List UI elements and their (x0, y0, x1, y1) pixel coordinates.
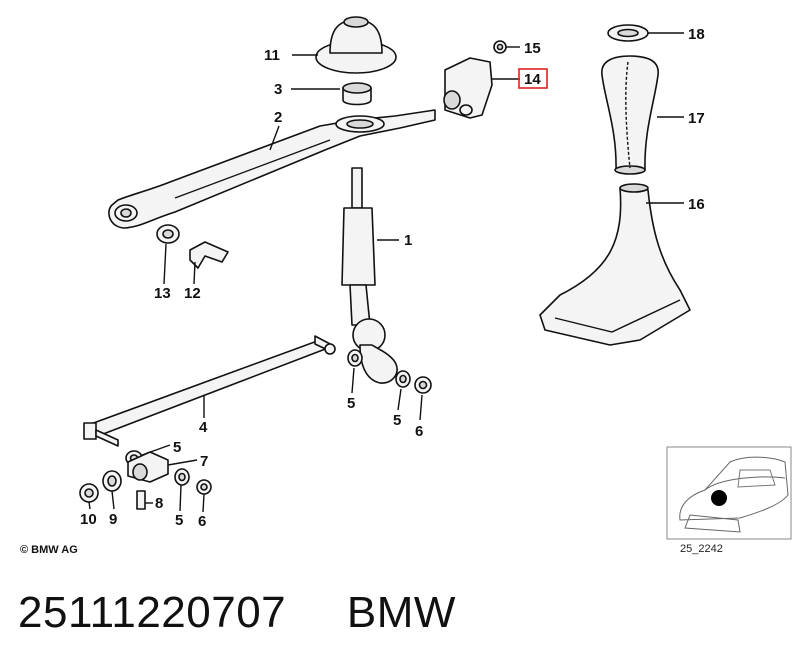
brand-name: BMW (346, 588, 456, 637)
callout-5b: 5 (347, 395, 355, 412)
callout-6b: 6 (198, 513, 206, 530)
callout-11: 11 (264, 47, 280, 64)
part-4-rod (83, 335, 336, 447)
footer: 25111220707 BMW (18, 588, 456, 638)
car-inset: 25_2242 (666, 446, 792, 555)
copyright-text: © BMW AG (20, 544, 78, 556)
location-dot (711, 490, 727, 506)
callout-10: 10 (80, 511, 97, 528)
part-3-bushing (342, 82, 372, 106)
leader-lines (88, 32, 684, 513)
callout-6a: 6 (415, 423, 423, 440)
part-17-knob (601, 55, 659, 175)
car-outline (679, 456, 789, 533)
callout-14: 14 (524, 71, 541, 88)
callout-labels: 11 3 2 1 4 5 5 5 5 6 6 7 8 9 10 13 12 14… (80, 26, 705, 530)
callout-5d: 5 (175, 512, 183, 529)
part-18-cap (607, 24, 649, 42)
callout-15: 15 (524, 40, 541, 57)
callout-1: 1 (404, 232, 412, 249)
callout-8: 8 (155, 495, 163, 512)
callout-9: 9 (109, 511, 117, 528)
part-15-nut (493, 40, 507, 54)
part-16-gaiter (539, 183, 691, 346)
callout-17: 17 (688, 110, 705, 127)
callout-13: 13 (154, 285, 171, 302)
part-14-bracket (443, 57, 493, 119)
callout-5c: 5 (393, 412, 401, 429)
inset-code: 25_2242 (680, 543, 723, 555)
part-number: 25111220707 (18, 588, 287, 637)
part-2-bracket (108, 109, 436, 229)
parts-diagram: 11 3 2 1 4 5 5 5 5 6 6 7 8 9 10 13 12 14… (20, 16, 792, 556)
callout-16: 16 (688, 196, 705, 213)
highlight-box-14 (518, 68, 548, 89)
callout-3: 3 (274, 81, 282, 98)
callout-2: 2 (274, 109, 282, 126)
part-11-boot (315, 16, 397, 74)
callout-5a: 5 (173, 439, 181, 456)
part-1-lever (341, 167, 398, 384)
callout-18: 18 (688, 26, 705, 43)
callout-7: 7 (200, 453, 208, 470)
callout-12: 12 (184, 285, 201, 302)
callout-4: 4 (199, 419, 208, 436)
